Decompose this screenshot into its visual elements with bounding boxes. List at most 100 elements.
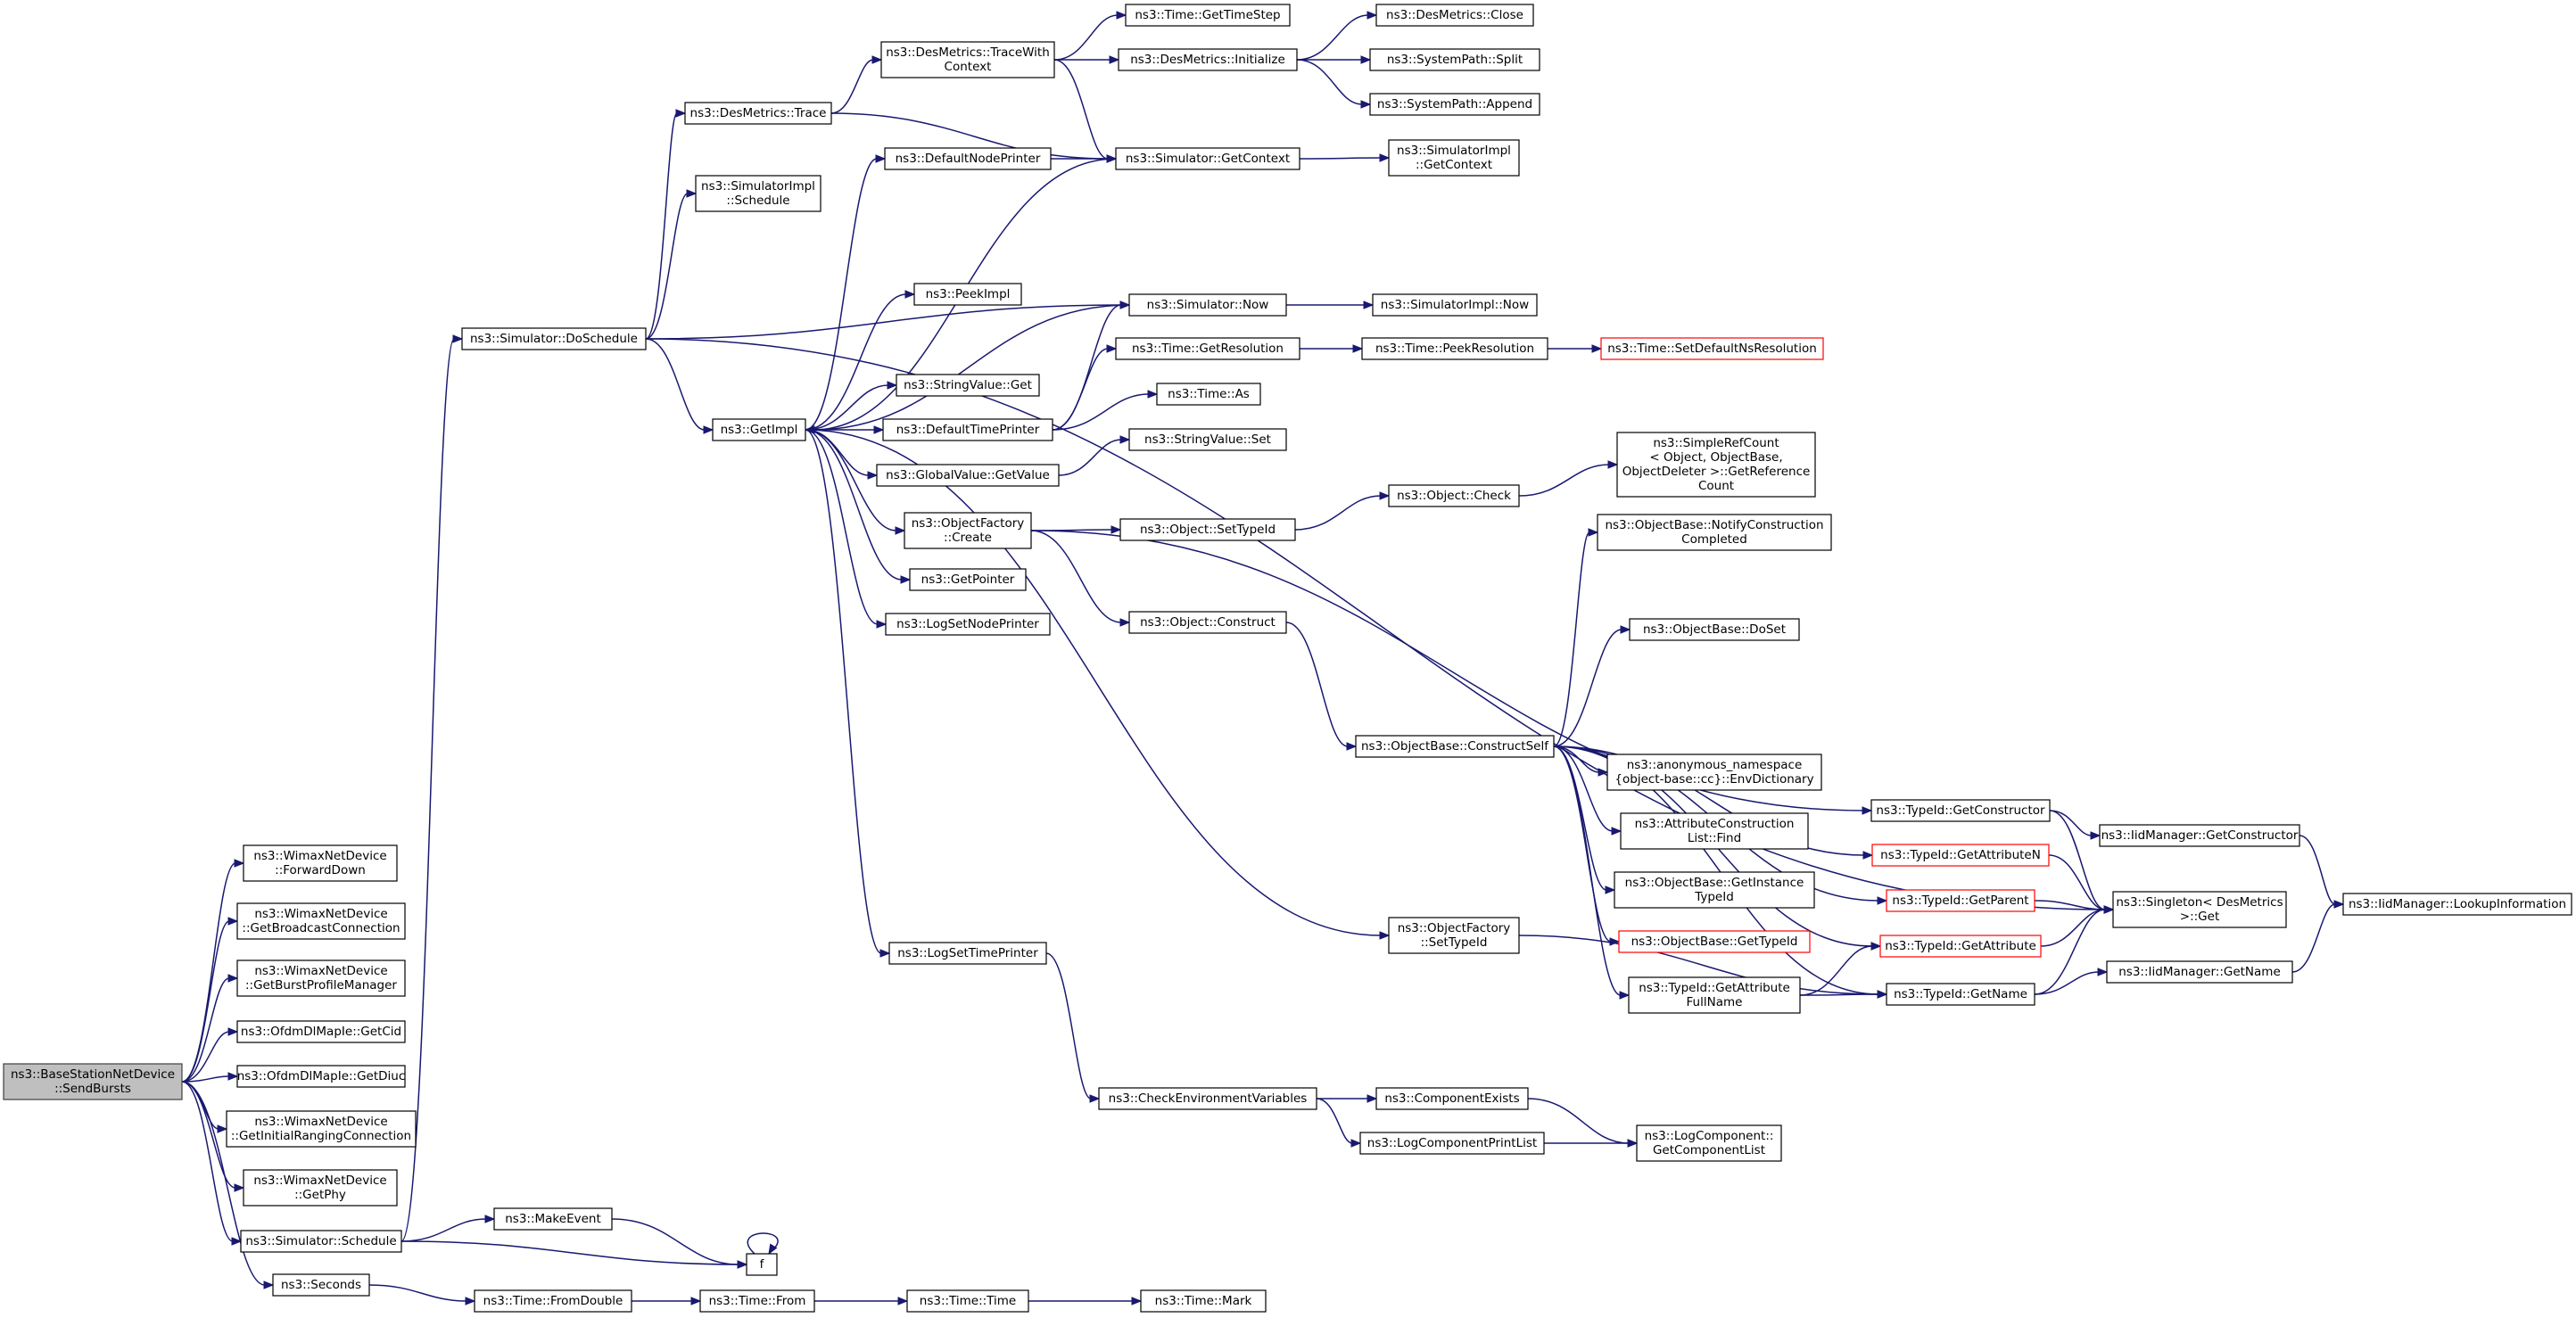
node-schedule[interactable]: ns3::Simulator::Schedule	[240, 1230, 402, 1253]
node-box	[2106, 960, 2293, 984]
node-root[interactable]: ns3::BaseStationNetDevice::SendBursts	[3, 1063, 183, 1100]
node-bcast[interactable]: ns3::WimaxNetDevice::GetBroadcastConnect…	[236, 902, 406, 940]
node-box	[272, 1273, 370, 1297]
node-label: ns3::TypeId::GetAttributeN	[1880, 848, 2041, 862]
node-getdiuc[interactable]: ns3::OfdmDlMapIe::GetDiuc	[236, 1065, 406, 1088]
arrowhead	[1089, 1094, 1101, 1103]
node-singleton[interactable]: ns3::Singleton< DesMetrics>::Get	[2112, 891, 2287, 928]
node-timetime[interactable]: ns3::Time::Time	[906, 1289, 1029, 1313]
node-getcontext[interactable]: ns3::Simulator::GetContext	[1115, 147, 1300, 170]
node-fromdouble[interactable]: ns3::Time::FromDouble	[474, 1289, 632, 1313]
node-iidlookup[interactable]: ns3::IidManager::LookupInformation	[2342, 893, 2572, 916]
node-box	[1636, 1124, 1782, 1162]
node-logsetnode[interactable]: ns3::LogSetNodePrinter	[885, 613, 1051, 636]
node-label: ::GetPhy	[294, 1188, 346, 1202]
node-simnow[interactable]: ns3::Simulator::Now	[1128, 293, 1287, 317]
node-implsched[interactable]: ns3::SimulatorImpl::Schedule	[695, 175, 822, 212]
node-burstpm[interactable]: ns3::WimaxNetDevice::GetBurstProfileMana…	[236, 959, 406, 997]
node-getpointer[interactable]: ns3::GetPointer	[909, 568, 1027, 591]
node-getres[interactable]: ns3::Time::GetResolution	[1115, 337, 1300, 360]
edge-line	[181, 1081, 236, 1189]
node-desclose[interactable]: ns3::DesMetrics::Close	[1375, 4, 1534, 27]
node-strget[interactable]: ns3::StringValue::Get	[896, 374, 1040, 397]
node-split[interactable]: ns3::SystemPath::Split	[1369, 48, 1540, 71]
node-peekres[interactable]: ns3::Time::PeekResolution	[1361, 337, 1548, 360]
node-box	[3, 1063, 183, 1100]
node-obgettid[interactable]: ns3::ObjectBase::GetTypeId	[1618, 930, 1811, 953]
node-box	[1355, 735, 1555, 758]
node-getctor[interactable]: ns3::TypeId::GetConstructor	[1870, 799, 2051, 822]
node-box	[236, 902, 406, 940]
node-f[interactable]: f	[746, 1253, 778, 1276]
node-timestep[interactable]: ns3::Time::GetTimeStep	[1125, 4, 1291, 27]
node-constructself[interactable]: ns3::ObjectBase::ConstructSelf	[1355, 735, 1555, 758]
edge-line	[645, 193, 689, 340]
node-compexists[interactable]: ns3::ComponentExists	[1375, 1087, 1529, 1110]
arrowhead	[873, 425, 885, 434]
node-factsettid[interactable]: ns3::ObjectFactory::SetTypeId	[1388, 917, 1520, 954]
node-box	[1128, 611, 1287, 634]
node-iidname[interactable]: ns3::IidManager::GetName	[2106, 960, 2293, 984]
node-box	[240, 1230, 402, 1253]
node-setdefres[interactable]: ns3::Time::SetDefaultNsResolution	[1600, 337, 1824, 360]
node-label: ns3::GetImpl	[721, 423, 798, 437]
node-getcomplist[interactable]: ns3::LogComponent::GetComponentList	[1636, 1124, 1782, 1162]
node-timeas[interactable]: ns3::Time::As	[1156, 383, 1261, 406]
node-getphy[interactable]: ns3::WimaxNetDevice::GetPhy	[243, 1169, 398, 1207]
node-label: ns3::WimaxNetDevice	[254, 907, 387, 921]
node-from[interactable]: ns3::Time::From	[699, 1289, 815, 1313]
arrowhead	[2333, 900, 2345, 909]
node-getcid[interactable]: ns3::OfdmDlMapIe::GetCid	[236, 1020, 406, 1043]
node-mark[interactable]: ns3::Time::Mark	[1140, 1289, 1267, 1313]
node-checkenv[interactable]: ns3::CheckEnvironmentVariables	[1098, 1087, 1317, 1110]
node-label: ObjectDeleter >::GetReference	[1622, 465, 1811, 479]
node-append[interactable]: ns3::SystemPath::Append	[1369, 93, 1540, 116]
node-settypeid[interactable]: ns3::Object::SetTypeId	[1119, 518, 1296, 541]
node-box	[1886, 889, 2035, 912]
node-doset[interactable]: ns3::ObjectBase::DoSet	[1629, 618, 1800, 641]
call-edge-fromdouble-to-from	[631, 1297, 702, 1305]
node-makeevent[interactable]: ns3::MakeEvent	[493, 1207, 613, 1231]
node-deftimeprinter[interactable]: ns3::DefaultTimePrinter	[882, 418, 1053, 441]
node-getattrn[interactable]: ns3::TypeId::GetAttributeN	[1871, 844, 2050, 867]
node-box	[1361, 337, 1548, 360]
node-globalget[interactable]: ns3::GlobalValue::GetValue	[876, 464, 1060, 487]
node-factcreate[interactable]: ns3::ObjectFactory::Create	[904, 512, 1032, 549]
node-logsettime[interactable]: ns3::LogSetTimePrinter	[888, 942, 1047, 965]
node-label: ns3::DesMetrics::Initialize	[1130, 53, 1285, 67]
node-envdict[interactable]: ns3::anonymous_namespace{object-base::cc…	[1606, 754, 1822, 791]
node-peekimpl[interactable]: ns3::PeekImpl	[913, 283, 1022, 306]
call-edge-desinit-to-append	[1296, 59, 1372, 109]
node-getimpl[interactable]: ns3::GetImpl	[712, 418, 806, 441]
node-implnow[interactable]: ns3::SimulatorImpl::Now	[1372, 293, 1538, 317]
node-getparent[interactable]: ns3::TypeId::GetParent	[1886, 889, 2035, 912]
node-label: ns3::OfdmDlMapIe::GetCid	[241, 1025, 401, 1039]
node-label: ns3::SimulatorImpl	[701, 179, 815, 194]
node-getattr[interactable]: ns3::TypeId::GetAttribute	[1879, 935, 2042, 958]
node-simpleref[interactable]: ns3::SimpleRefCount< Object, ObjectBase,…	[1616, 432, 1816, 498]
node-implgetctx[interactable]: ns3::SimulatorImpl::GetContext	[1388, 139, 1520, 177]
node-label: ns3::SimulatorImpl::Now	[1381, 298, 1529, 312]
node-seconds[interactable]: ns3::Seconds	[272, 1273, 370, 1297]
arrowhead	[867, 471, 879, 480]
node-objcheck[interactable]: ns3::Object::Check	[1388, 484, 1520, 507]
node-notifyconst[interactable]: ns3::ObjectBase::NotifyConstructionCompl…	[1597, 514, 1832, 551]
node-initrng[interactable]: ns3::WimaxNetDevice::GetInitialRangingCo…	[226, 1110, 417, 1148]
node-box	[1628, 976, 1801, 1014]
node-fwd[interactable]: ns3::WimaxNetDevice::ForwardDown	[243, 844, 398, 882]
node-label: ns3::WimaxNetDevice	[253, 1174, 386, 1188]
node-strset[interactable]: ns3::StringValue::Set	[1128, 428, 1287, 451]
node-printlist[interactable]: ns3::LogComponentPrintList	[1359, 1132, 1545, 1155]
node-objconstruct[interactable]: ns3::Object::Construct	[1128, 611, 1287, 634]
node-doschedule[interactable]: ns3::Simulator::DoSchedule	[461, 327, 647, 350]
node-getname[interactable]: ns3::TypeId::GetName	[1886, 983, 2035, 1006]
node-iidctor[interactable]: ns3::IidManager::GetConstructor	[2099, 824, 2300, 847]
node-defnodeprinter[interactable]: ns3::DefaultNodePrinter	[884, 147, 1052, 170]
node-label: ns3::AttributeConstruction	[1635, 817, 1795, 831]
node-destrace[interactable]: ns3::DesMetrics::Trace	[684, 102, 832, 125]
node-desinit[interactable]: ns3::DesMetrics::Initialize	[1118, 48, 1298, 71]
